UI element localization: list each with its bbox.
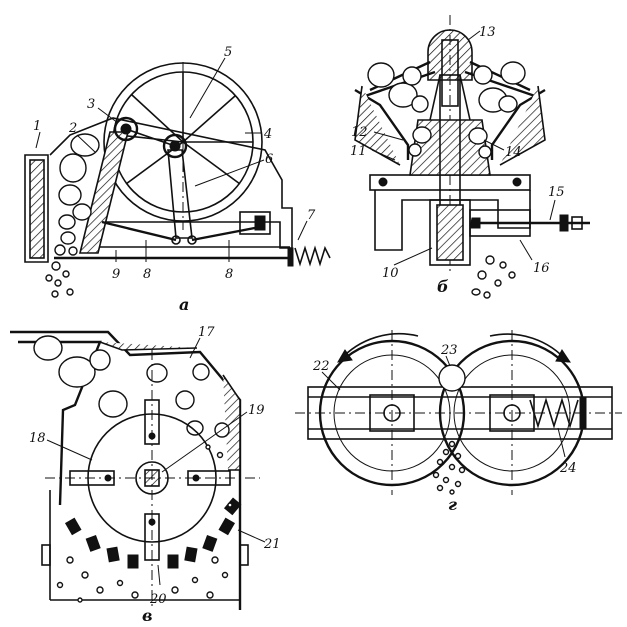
caption-roll: г: [448, 495, 457, 514]
callout-5: 5: [224, 45, 232, 60]
callout-4: 4: [263, 127, 272, 142]
jaw-callouts: 1 2 3 4 5 6 7 8 8 9: [33, 45, 316, 282]
hammer-housing: [10, 330, 249, 610]
hammer-callouts: 17 18 19 20 21: [29, 325, 281, 607]
callout-13: 13: [479, 25, 496, 40]
callout-12: 12: [351, 125, 368, 140]
cone-rocks: [367, 61, 526, 299]
callout-10: 10: [382, 266, 399, 281]
hammer-crushed-material: [56, 444, 233, 603]
callout-16: 16: [533, 261, 550, 276]
callout-7: 7: [307, 208, 316, 223]
hammer-feed-rocks: [33, 335, 230, 438]
grate-bars: [64, 497, 242, 569]
jaw-frame: [24, 117, 293, 263]
spider-arms: [364, 60, 536, 98]
roll-spring: [529, 397, 587, 429]
roll-material: [432, 364, 466, 495]
tension-spring: [110, 245, 331, 267]
drive-shaft: [469, 209, 590, 237]
callout-14: 14: [505, 145, 522, 160]
rolls: [318, 330, 586, 495]
caption-hammer: в: [142, 606, 153, 625]
cone-crusher-diagram: 10 11 12 13 14 15 16 б: [350, 15, 590, 299]
callout-11: 11: [350, 144, 367, 159]
callout-15: 15: [548, 185, 565, 200]
connecting-rod: [167, 149, 193, 239]
callout-18: 18: [29, 431, 46, 446]
jaw-rocks: [45, 133, 100, 298]
eccentric-shafts: [113, 116, 188, 159]
caption-cone: б: [437, 277, 449, 296]
callout-23: 23: [440, 343, 458, 358]
callout-17: 17: [198, 325, 215, 340]
hammer-crusher-diagram: 17 18 19 20 21 в: [10, 325, 281, 625]
callout-8b: 8: [225, 267, 233, 282]
flywheel: [103, 62, 263, 230]
callout-21: 21: [263, 537, 281, 552]
hammers: [69, 399, 231, 561]
roll-callouts: 22 23 24: [312, 343, 577, 476]
callout-9: 9: [112, 267, 120, 282]
caption-jaw: а: [179, 295, 189, 314]
callout-6: 6: [265, 152, 273, 167]
callout-20: 20: [149, 592, 167, 607]
rotation-arrows: [337, 333, 571, 363]
callout-1: 1: [33, 119, 41, 134]
callout-22: 22: [312, 359, 330, 374]
callout-24: 24: [559, 461, 577, 476]
callout-3: 3: [87, 97, 95, 112]
callout-8a: 8: [143, 267, 151, 282]
cone-callouts: 10 11 12 13 14 15 16: [350, 25, 565, 281]
roll-crusher-diagram: 22 23 24 г: [295, 330, 622, 514]
callout-19: 19: [248, 403, 265, 418]
callout-2: 2: [68, 121, 77, 136]
roll-frame: [295, 386, 622, 440]
hammer-rotor: [45, 350, 260, 610]
jaw-crusher-diagram: 1 2 3 4 5 6 7 8 8 9 а: [24, 45, 331, 314]
toggle-plates: [101, 211, 271, 245]
